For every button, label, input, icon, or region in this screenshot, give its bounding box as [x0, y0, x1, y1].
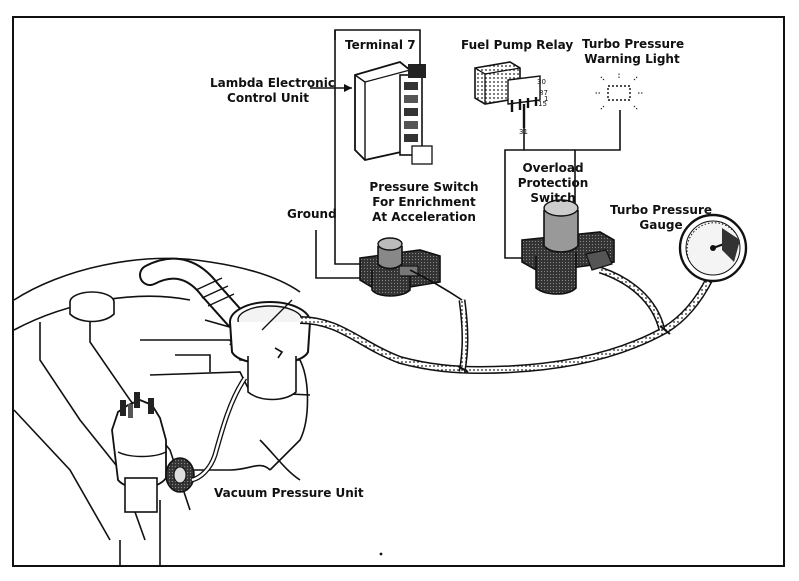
- label-overload-switch: Overload Protection Switch: [508, 161, 598, 206]
- label-turbo-gauge: Turbo Pressure Gauge: [606, 203, 716, 233]
- label-fuel-pump-relay: Fuel Pump Relay: [461, 38, 574, 52]
- label-lambda-line1: Lambda Electronic: [210, 76, 335, 90]
- label-lambda-line2: Control Unit: [227, 91, 309, 105]
- relay-pin-15: 15: [538, 100, 547, 108]
- label-lambda-ecu: Lambda Electronic Control Unit: [210, 76, 335, 106]
- warning-light: [594, 72, 644, 111]
- vacuum-pressure-unit: [165, 457, 195, 493]
- fuel-pump-relay: 30 87 1 15 31: [474, 61, 548, 136]
- label-turbo-gauge-line2: Gauge: [639, 218, 683, 232]
- label-turbo-warning-line1: Turbo Pressure: [582, 37, 685, 51]
- oil-cap: [69, 291, 115, 323]
- relay-pin-30: 30: [537, 78, 546, 86]
- figure-border: [12, 16, 785, 567]
- turbo-pressure-gauge: [678, 213, 748, 283]
- relay-pin-87: 87: [539, 89, 548, 97]
- label-turbo-gauge-line1: Turbo Pressure: [609, 203, 713, 217]
- label-pressure-switch-line3: At Acceleration: [372, 210, 476, 224]
- overload-protection-switch: [521, 199, 615, 295]
- distributor: [111, 392, 167, 513]
- enrichment-pressure-switch: [359, 237, 463, 301]
- label-overload-line3: Switch: [530, 191, 576, 205]
- label-turbo-warning-light: Turbo Pressure Warning Light: [582, 37, 685, 67]
- wiring: [310, 29, 621, 279]
- label-pressure-switch-line1: Pressure Switch: [369, 180, 479, 194]
- stray-dot: [379, 552, 383, 556]
- label-overload-line1: Overload: [522, 161, 584, 175]
- label-enrichment-switch: Pressure Switch For Enrichment At Accele…: [368, 180, 480, 225]
- label-terminal-7: Terminal 7: [345, 38, 416, 52]
- lambda-ecu: [354, 61, 433, 165]
- label-turbo-warning-line2: Warning Light: [584, 52, 680, 66]
- label-vacuum-unit: Vacuum Pressure Unit: [214, 486, 364, 500]
- relay-pin-1: 1: [544, 95, 548, 103]
- label-overload-line2: Protection: [517, 176, 589, 190]
- pressure-hose-main: [299, 266, 714, 375]
- intake-hose: [139, 257, 246, 329]
- label-ground: Ground: [287, 207, 337, 221]
- label-pressure-switch-line2: For Enrichment: [372, 195, 476, 209]
